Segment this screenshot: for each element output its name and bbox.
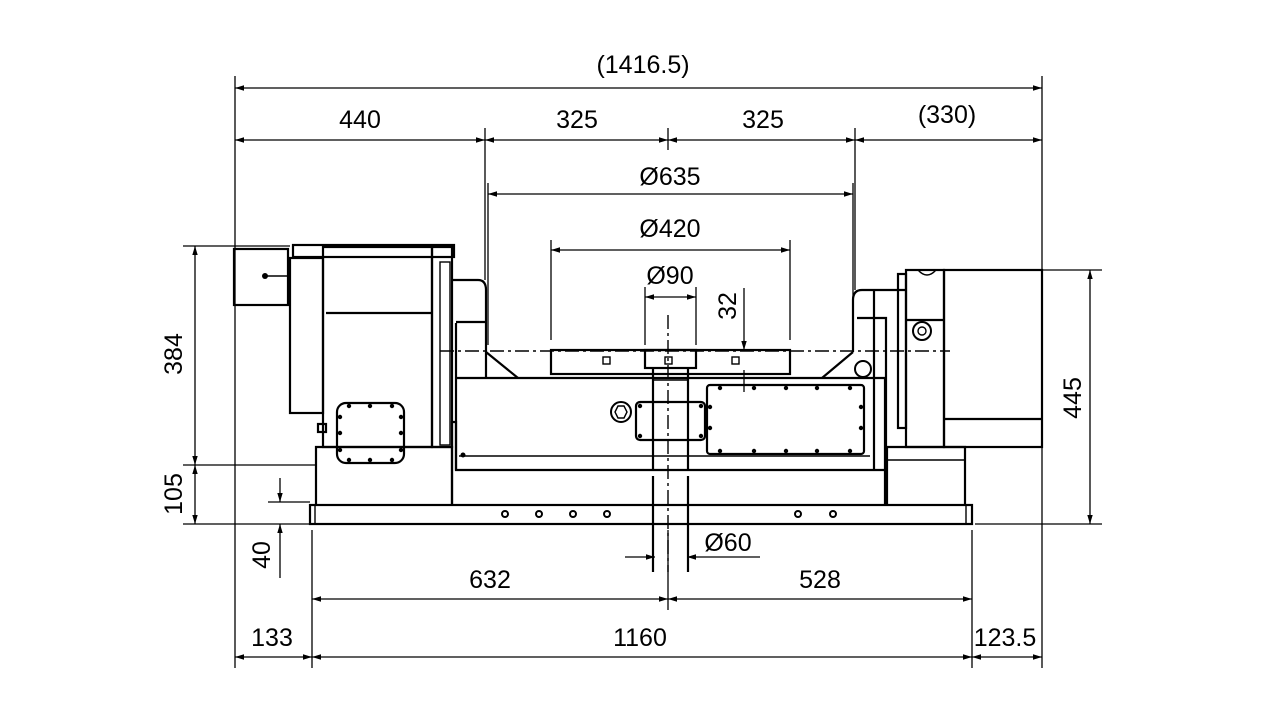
dim-center-bore: Ø90	[646, 262, 693, 290]
dim-right-half: 325	[742, 106, 784, 134]
left-trunnion-housing	[316, 245, 488, 465]
dim-right-overhang: 123.5	[974, 624, 1037, 652]
dim-left-half: 325	[556, 106, 598, 134]
dim-base-height: 105	[160, 473, 188, 515]
dim-left-offset: 440	[339, 106, 381, 134]
dimension-lines	[192, 85, 1093, 660]
dim-plate-thickness: 40	[248, 541, 276, 569]
dimension-labels: (1416.5) 440 325 325 (330) Ø635 Ø420 Ø90…	[160, 51, 1087, 652]
right-motor	[851, 268, 1044, 505]
dim-base-length: 1160	[613, 624, 667, 652]
dim-base-left: 632	[469, 566, 511, 594]
left-cover-bolts	[337, 403, 404, 463]
dim-right-height: 445	[1059, 377, 1087, 419]
dim-spindle-diameter: Ø60	[704, 529, 751, 557]
base-holes	[501, 510, 837, 518]
dim-left-overhang: 133	[251, 624, 293, 652]
left-motor	[232, 243, 456, 415]
right-cover-bolts	[707, 385, 864, 454]
dim-slot-circle: Ø420	[639, 215, 700, 243]
dim-base-right: 528	[799, 566, 841, 594]
tilting-cradle	[440, 315, 950, 572]
base	[308, 445, 974, 526]
dim-right-offset: (330)	[918, 101, 976, 129]
dim-table-diameter: Ø635	[639, 163, 700, 191]
dim-left-height: 384	[160, 333, 188, 375]
dim-overall-width: (1416.5)	[596, 51, 689, 79]
dim-table-step: 32	[714, 292, 742, 320]
